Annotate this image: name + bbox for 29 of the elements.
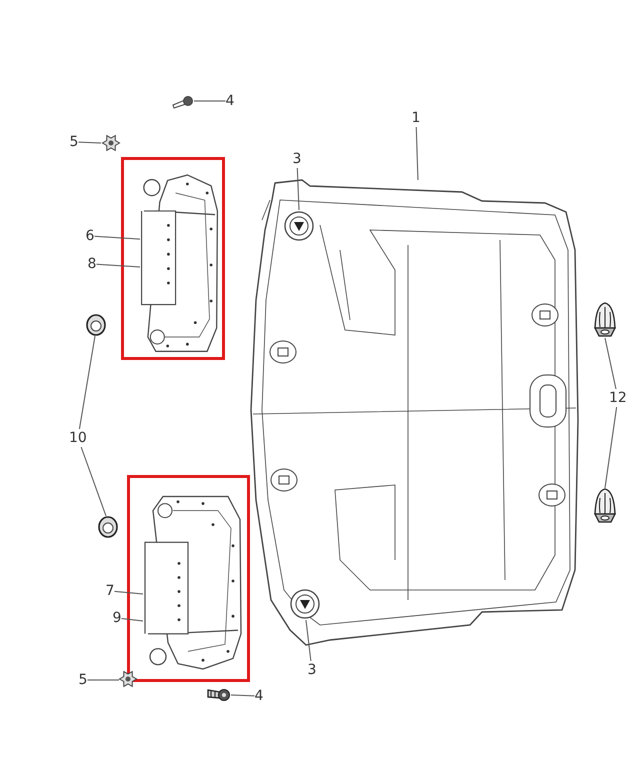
leader-line: [78, 142, 102, 144]
clip-drawing: [119, 670, 137, 688]
headliner-drawing: [248, 180, 578, 645]
leader-line: [96, 264, 140, 268]
grab-handle-drawing: [283, 210, 315, 242]
push-pin-drawing: [593, 488, 617, 524]
clip-drawing: [101, 133, 121, 153]
plug-drawing: [86, 314, 106, 336]
plug-drawing: [98, 516, 118, 538]
leader-line: [120, 618, 144, 622]
leader-line: [604, 406, 618, 488]
leader-line: [604, 338, 616, 390]
screw-drawing: [172, 95, 194, 109]
leader-line: [305, 620, 312, 662]
callout-number: 12: [609, 389, 627, 407]
screw-drawing: [207, 688, 231, 702]
highlight-frame: [121, 157, 225, 360]
leader-line: [194, 100, 226, 102]
leader-line: [230, 694, 255, 696]
leader-line: [80, 446, 106, 516]
sun-visor-drawing: [140, 175, 219, 355]
callout-number: 10: [69, 429, 87, 447]
grab-handle-drawing: [289, 588, 321, 620]
leader-line: [78, 336, 96, 430]
leader-line: [94, 236, 140, 240]
leader-line: [416, 126, 418, 180]
push-pin-drawing: [593, 302, 617, 338]
highlight-frame: [127, 475, 250, 682]
sun-visor-drawing: [143, 493, 243, 669]
